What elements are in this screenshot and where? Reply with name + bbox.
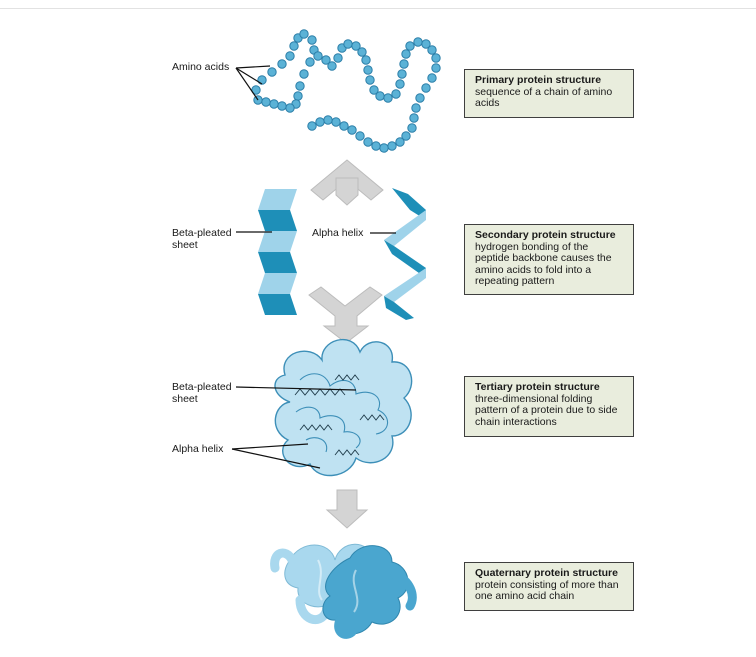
amino-acid-bead [427, 73, 437, 83]
amino-acid-bead [363, 137, 373, 147]
amino-acid-bead [411, 103, 421, 113]
amino-acid-bead [369, 85, 379, 95]
beta-sheet-pointer-2 [235, 386, 357, 391]
amino-acid-bead [421, 83, 431, 93]
amino-acid-bead [285, 51, 295, 61]
amino-acid-bead [305, 57, 315, 67]
primary-structure-box: Primary protein structure sequence of a … [464, 69, 634, 118]
amino-acid-bead [299, 69, 309, 79]
amino-acid-bead [267, 67, 277, 77]
label-alpha-helix-secondary: Alpha helix [312, 227, 364, 239]
amino-acid-bead [269, 99, 279, 109]
label-amino-acids: Amino acids [172, 61, 230, 73]
alpha-helix-pointer-2 [231, 443, 321, 469]
secondary-structure-box: Secondary protein structure hydrogen bon… [464, 224, 634, 295]
alpha-helix-ribbon [384, 188, 426, 320]
amino-acid-bead [277, 59, 287, 69]
amino-acid-bead [315, 117, 325, 127]
primary-structure-desc: sequence of a chain of amino acids [475, 85, 613, 110]
amino-acid-bead [321, 55, 331, 65]
amino-acid-bead [431, 53, 441, 63]
amino-acid-bead [289, 41, 299, 51]
amino-acid-bead [399, 59, 409, 69]
top-divider [0, 0, 756, 9]
amino-acid-bead [313, 51, 323, 61]
amino-acid-bead [431, 63, 441, 73]
amino-acid-bead [355, 131, 365, 141]
amino-acid-bead [299, 29, 309, 39]
amino-acid-bead [363, 65, 373, 75]
arrow-tertiary-to-quaternary [325, 489, 369, 529]
amino-acid-bead [395, 137, 405, 147]
tertiary-structure-desc: three-dimensional folding pattern of a p… [475, 392, 618, 428]
amino-acid-bead [405, 41, 415, 51]
amino-acid-bead [293, 91, 303, 101]
amino-acid-bead [361, 55, 371, 65]
amino-acid-bead [307, 121, 317, 131]
amino-acid-chain [251, 29, 441, 153]
amino-acid-bead [379, 143, 389, 153]
amino-acid-bead [391, 89, 401, 99]
tertiary-structure-title: Tertiary protein structure [475, 381, 600, 393]
amino-acid-bead [339, 121, 349, 131]
amino-acid-bead [365, 75, 375, 85]
beta-pleated-sheet-ribbon [258, 189, 297, 315]
arrow-primary-to-secondary [310, 159, 384, 206]
amino-acid-bead [413, 37, 423, 47]
amino-acid-bead [401, 49, 411, 59]
amino-acid-bead [333, 53, 343, 63]
amino-acid-bead [395, 79, 405, 89]
amino-acid-bead [295, 81, 305, 91]
amino-acid-bead [357, 47, 367, 57]
amino-acid-bead [383, 93, 393, 103]
amino-acid-bead [307, 35, 317, 45]
amino-acid-bead [261, 97, 271, 107]
secondary-structure-desc: hydrogen bonding of the peptide backbone… [475, 240, 612, 288]
amino-acid-bead [347, 125, 357, 135]
quaternary-structure [270, 543, 417, 639]
amino-acid-bead [415, 93, 425, 103]
tertiary-structure-blob [274, 338, 413, 477]
amino-acid-bead [331, 117, 341, 127]
arrow-secondary-to-tertiary [308, 286, 383, 344]
amino-acid-bead [323, 115, 333, 125]
amino-acid-bead [371, 141, 381, 151]
amino-acid-bead [407, 123, 417, 133]
amino-acid-bead [375, 91, 385, 101]
quaternary-structure-title: Quaternary protein structure [475, 567, 618, 579]
amino-acid-bead [277, 101, 287, 111]
amino-acid-bead [343, 39, 353, 49]
amino-acid-bead [427, 45, 437, 55]
amino-acid-bead [351, 41, 361, 51]
amino-acids-pointer [235, 65, 271, 101]
primary-structure-title: Primary protein structure [475, 74, 602, 86]
amino-acid-bead [257, 75, 267, 85]
amino-acid-bead [409, 113, 419, 123]
amino-acid-bead [285, 103, 295, 113]
label-alpha-helix-tertiary: Alpha helix [172, 443, 224, 455]
quaternary-structure-box: Quaternary protein structure protein con… [464, 562, 634, 611]
amino-acid-bead [421, 39, 431, 49]
quaternary-structure-desc: protein consisting of more than one amin… [475, 578, 619, 603]
amino-acid-bead [397, 69, 407, 79]
label-beta-pleated-sheet-tertiary: Beta-pleated sheet [172, 381, 232, 405]
label-beta-pleated-sheet-secondary: Beta-pleated sheet [172, 227, 232, 251]
amino-acid-bead [327, 61, 337, 71]
secondary-structure-title: Secondary protein structure [475, 229, 616, 241]
amino-acid-bead [387, 141, 397, 151]
tertiary-structure-box: Tertiary protein structure three-dimensi… [464, 376, 634, 437]
amino-acid-bead [401, 131, 411, 141]
